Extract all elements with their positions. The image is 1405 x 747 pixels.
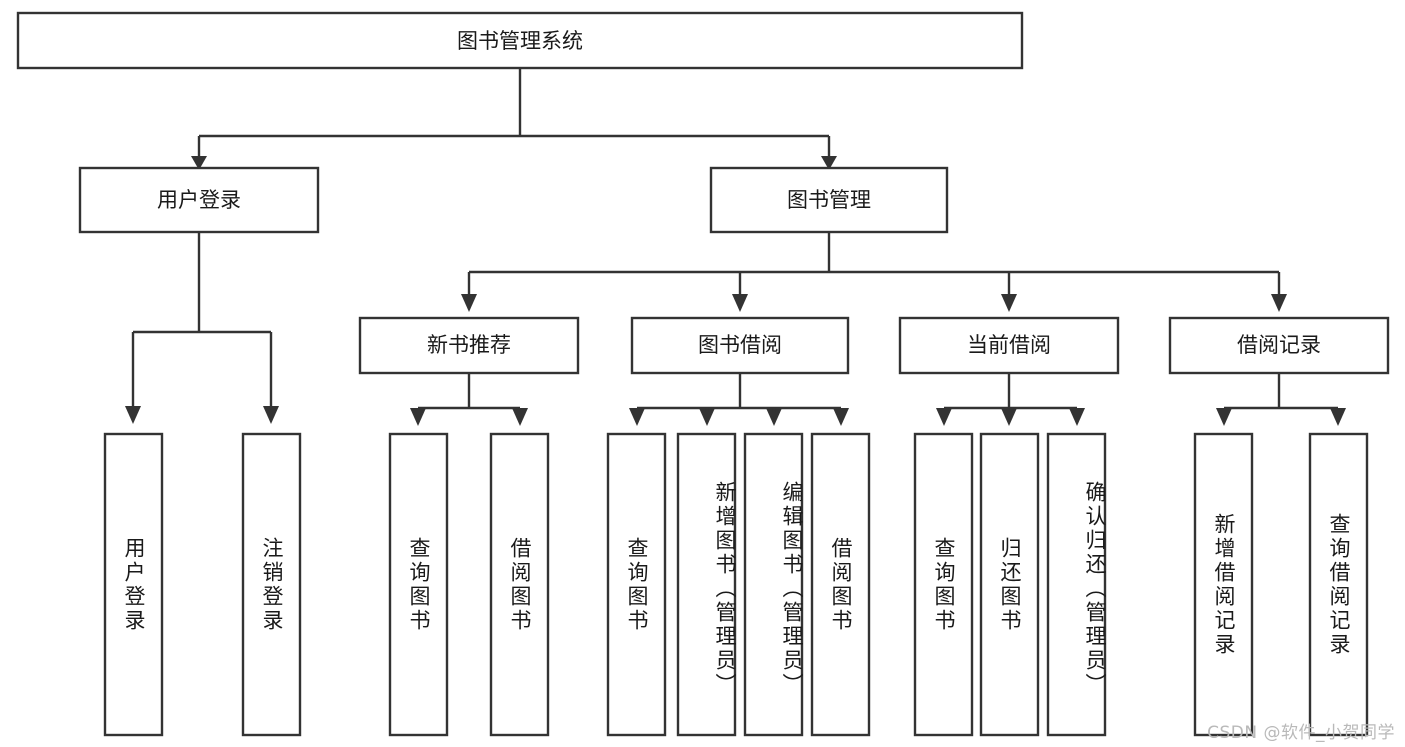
node-leaf-query-book-2-box[interactable] <box>606 432 667 737</box>
node-leaf-query-book-3-box[interactable] <box>913 432 974 737</box>
arrow-cb-leaf3 <box>1069 408 1085 426</box>
arrow-cb-leaf1 <box>936 408 952 426</box>
arrow-root-to-user-login <box>191 156 207 170</box>
node-leaf-add-record-box[interactable] <box>1193 432 1254 737</box>
arrow-root-to-book-management <box>821 156 837 170</box>
node-leaf-edit-book-box[interactable] <box>743 432 804 737</box>
node-leaf-query-record-box[interactable] <box>1308 432 1369 737</box>
node-leaf-user-login-box[interactable] <box>103 432 164 737</box>
node-leaf-user-logout-box[interactable] <box>241 432 302 737</box>
arrow-bb-leaf3 <box>766 408 782 426</box>
node-leaf-confirm-return-box[interactable] <box>1046 432 1107 737</box>
node-borrow-record-box[interactable] <box>1168 316 1390 375</box>
arrow-rec-leaf1 <box>410 408 426 426</box>
node-current-borrow-label: 当前借阅 <box>967 333 1051 357</box>
arrow-ul-leaf2 <box>263 406 279 424</box>
connector-group-book-borrow <box>629 373 849 426</box>
arrow-bm-to-current <box>1001 294 1017 312</box>
node-root-label: 图书管理系统 <box>457 29 583 53</box>
arrow-rec-leaf2 <box>512 408 528 426</box>
node-leaf-return-book-box[interactable] <box>979 432 1040 737</box>
node-current-borrow-box[interactable] <box>898 316 1120 375</box>
node-leaf-query-book-1-box[interactable] <box>388 432 449 737</box>
node-leaf-add-book-box[interactable] <box>676 432 737 737</box>
node-borrow-record-label: 借阅记录 <box>1237 333 1321 357</box>
arrow-bm-to-recommend <box>461 294 477 312</box>
connector-group-user-login <box>125 232 279 424</box>
node-book-management-label: 图书管理 <box>787 188 871 212</box>
connector-group-current-borrow <box>936 373 1085 426</box>
csdn-watermark: CSDN @软件_小贺同学 <box>1207 723 1395 743</box>
connector-group-book-management <box>461 232 1287 312</box>
arrow-bm-to-borrow <box>732 294 748 312</box>
arrow-br-leaf2 <box>1330 408 1346 426</box>
arrow-bm-to-record <box>1271 294 1287 312</box>
arrow-bb-leaf1 <box>629 408 645 426</box>
node-new-book-recommend-label: 新书推荐 <box>427 333 511 357</box>
connector-group-recommend <box>410 373 528 426</box>
node-leaf-borrow-book-2-box[interactable] <box>810 432 871 737</box>
arrow-cb-leaf2 <box>1001 408 1017 426</box>
connector-group-borrow-record <box>1216 373 1346 426</box>
node-book-borrow-box[interactable] <box>630 316 850 375</box>
node-book-borrow-label: 图书借阅 <box>698 333 782 357</box>
connector-group-root <box>191 68 837 170</box>
node-root-box[interactable] <box>16 11 1024 70</box>
node-book-management-box[interactable] <box>709 166 949 234</box>
node-new-book-recommend-box[interactable] <box>358 316 580 375</box>
arrow-br-leaf1 <box>1216 408 1232 426</box>
node-user-login-label: 用户登录 <box>157 188 241 212</box>
arrow-bb-leaf2 <box>699 408 715 426</box>
node-user-login-box[interactable] <box>78 166 320 234</box>
node-leaf-borrow-book-1-box[interactable] <box>489 432 550 737</box>
arrow-ul-leaf1 <box>125 406 141 424</box>
arrow-bb-leaf4 <box>833 408 849 426</box>
